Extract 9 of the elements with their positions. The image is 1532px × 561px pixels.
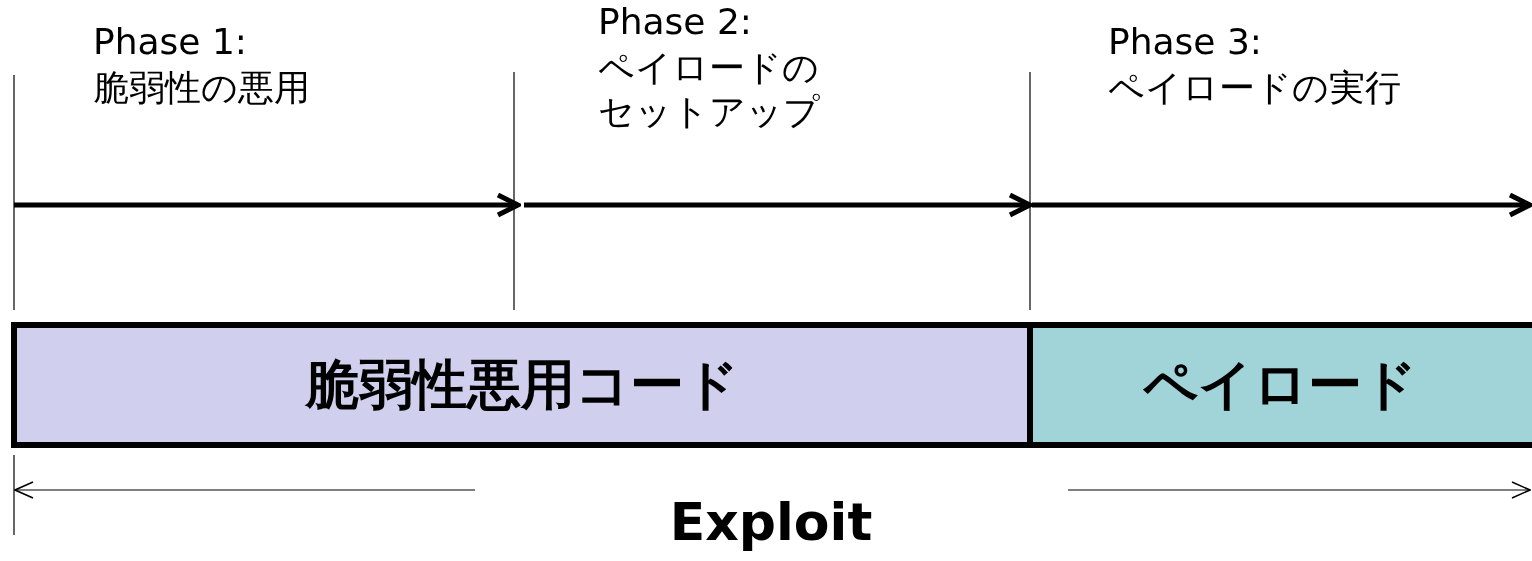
span-label: Exploit (668, 492, 874, 552)
phase-number: Phase 3: (1108, 20, 1263, 64)
phase-number: Phase 2: (598, 0, 753, 44)
phase-title: 脆弱性の悪用 (93, 66, 311, 110)
segment-label: ペイロード (1142, 351, 1417, 418)
phase-title: ペイロードの実行 (1108, 66, 1402, 110)
phase-title: ペイロードのセットアップ (598, 46, 821, 134)
phase-number: Phase 1: (93, 20, 248, 64)
segment-label: 脆弱性悪用コード (305, 351, 739, 418)
